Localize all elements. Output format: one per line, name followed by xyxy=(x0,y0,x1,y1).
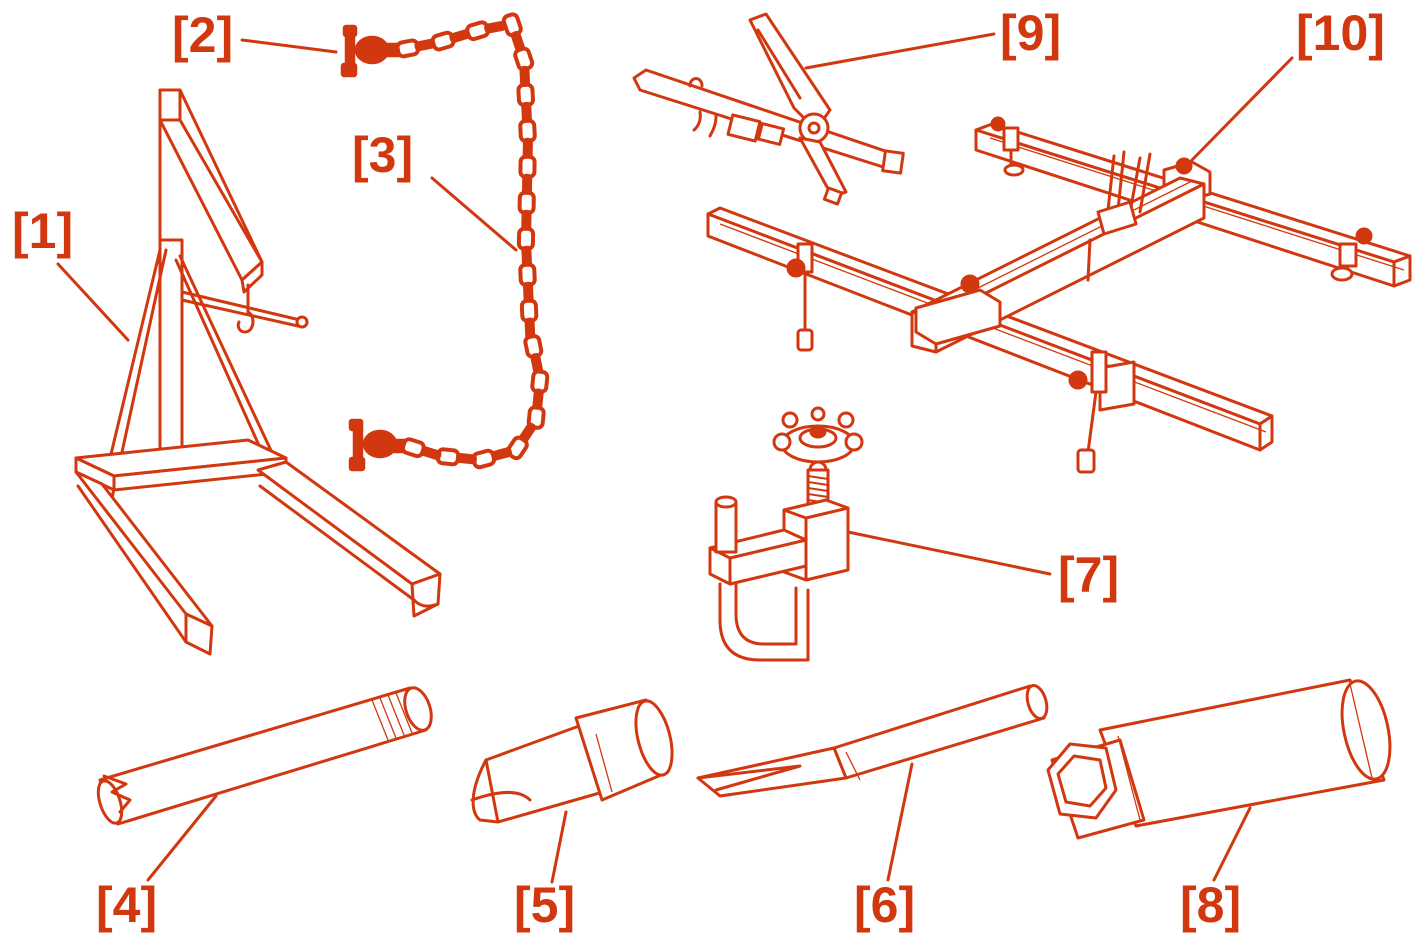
chain-link xyxy=(505,435,529,461)
chain xyxy=(340,12,550,472)
large-socket xyxy=(1046,678,1392,840)
c-clamp xyxy=(708,406,864,662)
label-item-2: [2] xyxy=(172,7,234,63)
chain-link xyxy=(400,437,426,459)
label-item-10: [10] xyxy=(1296,5,1385,61)
label-item-1: [1] xyxy=(12,203,74,259)
label-item-5: [5] xyxy=(514,877,576,933)
pliers-tool xyxy=(632,12,905,206)
fork-tool xyxy=(696,683,1049,798)
leader-lines xyxy=(56,32,1294,884)
label-item-9: [9] xyxy=(1000,5,1062,61)
label-item-6: [6] xyxy=(854,877,916,933)
hoist-stand xyxy=(74,88,442,656)
label-item-8: [8] xyxy=(1180,877,1242,933)
slotted-pipe-tool xyxy=(96,686,433,826)
label-item-3: [3] xyxy=(352,127,414,183)
socket-tool xyxy=(470,698,674,824)
cross-beam-jig xyxy=(706,116,1412,474)
chain-links xyxy=(395,12,550,470)
label-item-7: [7] xyxy=(1058,547,1120,603)
label-item-4: [4] xyxy=(96,877,158,933)
